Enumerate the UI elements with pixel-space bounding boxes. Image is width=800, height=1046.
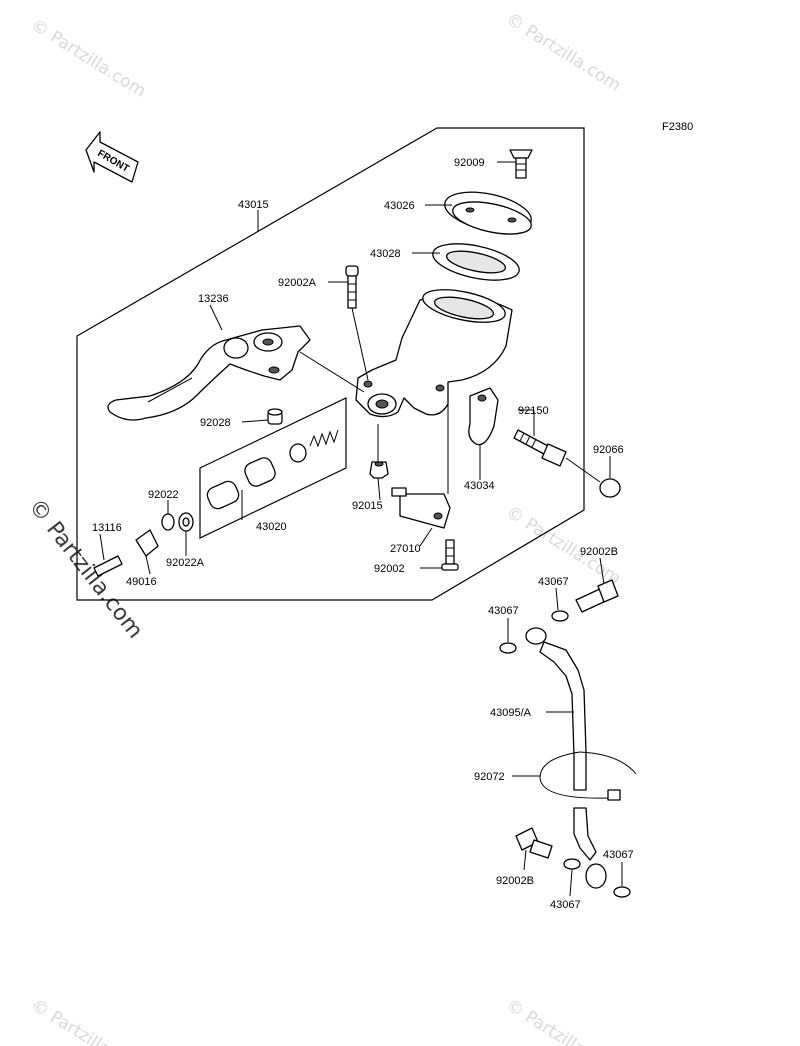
- banjo-bolt-upper-icon: [575, 579, 619, 613]
- diaphragm-icon: [432, 243, 520, 281]
- label-92072: 92072: [474, 771, 505, 783]
- bolt-92150-icon: [513, 429, 567, 467]
- label-43067-c: 43067: [603, 849, 634, 861]
- label-92066: 92066: [593, 444, 624, 456]
- label-43095a: 43095/A: [490, 707, 532, 719]
- label-92022a: 92022A: [166, 557, 205, 569]
- screw-92009-icon: [509, 149, 533, 179]
- label-92002b-bottom: 92002B: [496, 875, 534, 887]
- switch-27010-icon: [391, 487, 451, 529]
- watermark-top-right: © Partzilla.com: [502, 9, 624, 95]
- label-43028: 43028: [370, 248, 401, 260]
- master-cylinder-body-icon: [355, 289, 513, 418]
- label-92002: 92002: [374, 563, 405, 575]
- assembly-outline: [76, 127, 585, 601]
- screw-92002a-icon: [345, 265, 359, 309]
- watermark-bottom-left: © Partzilla.com: [27, 995, 149, 1046]
- watermark-bottom-right: © Partzilla.com: [502, 995, 624, 1046]
- label-43067-b: 43067: [488, 605, 519, 617]
- washers-43067-icon: [499, 610, 631, 898]
- watermark-side: © Partzilla.com: [23, 494, 147, 643]
- label-49016: 49016: [126, 576, 157, 588]
- label-27010: 27010: [390, 543, 421, 555]
- banjo-bolt-lower-icon: [515, 827, 553, 859]
- label-43026: 43026: [384, 200, 415, 212]
- reservoir-cap-icon: [444, 191, 532, 235]
- label-92022: 92022: [148, 489, 179, 501]
- nut-92015-icon: [369, 461, 389, 479]
- leader-lines: [99, 161, 623, 897]
- label-43034: 43034: [464, 480, 495, 492]
- screw-92002-icon: [441, 539, 459, 571]
- label-43020: 43020: [256, 521, 287, 533]
- label-92002a: 92002A: [278, 277, 317, 289]
- clamp-43034-icon: [468, 387, 499, 446]
- part-labels: 92009 43026 43015 43028 92002A 13236 921…: [92, 157, 634, 911]
- cap-92066-icon: [599, 478, 621, 498]
- piston-kit-outline: [199, 397, 347, 539]
- label-13236: 13236: [198, 293, 229, 305]
- label-92009: 92009: [454, 157, 485, 169]
- front-arrow-icon: FRONT: [85, 131, 139, 183]
- label-43015: 43015: [238, 199, 269, 211]
- label-92002b-top: 92002B: [580, 546, 618, 558]
- piston-kit-icon: [206, 429, 339, 510]
- label-13116: 13116: [92, 522, 122, 534]
- hose-clamp-icon: [539, 751, 637, 801]
- watermark-top-left: © Partzilla.com: [27, 15, 149, 101]
- label-43067-a: 43067: [538, 576, 569, 588]
- label-92150: 92150: [518, 405, 549, 417]
- bushing-92028-icon: [267, 408, 283, 425]
- figure-code: F2380: [662, 121, 693, 133]
- label-92028: 92028: [200, 417, 231, 429]
- brake-lever-icon: [107, 325, 311, 421]
- label-43067-d: 43067: [550, 899, 581, 911]
- label-92015: 92015: [352, 500, 383, 512]
